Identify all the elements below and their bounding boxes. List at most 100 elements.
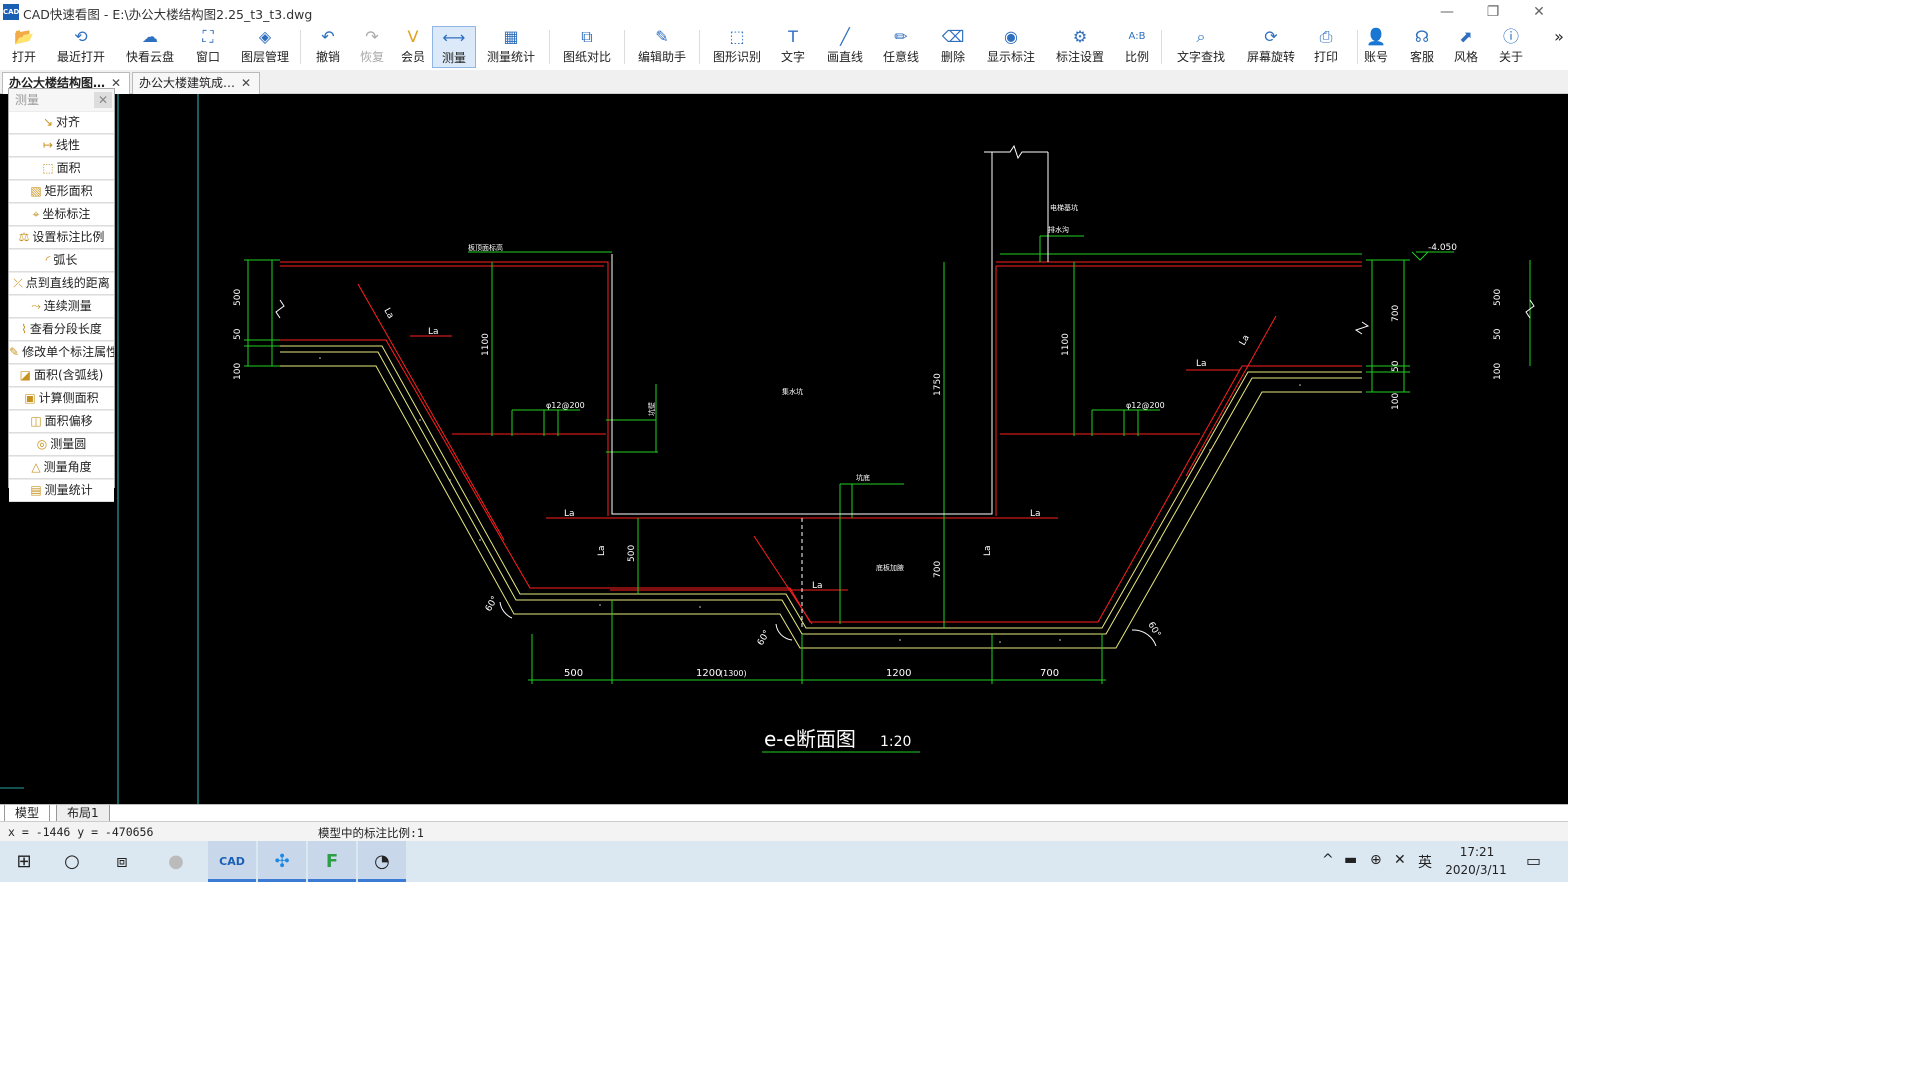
note-haunch: 底板加腋 <box>876 563 904 572</box>
measure-tool-label: 弧长 <box>53 253 78 267</box>
section-drawing: 500 50 100 700 50 100 500 50 100 1100 11… <box>0 94 1535 804</box>
toolbar-button-12[interactable]: ⬚图形识别 <box>708 26 766 68</box>
measure-tool-item[interactable]: ⚖设置标注比例 <box>9 227 114 249</box>
drawing-scale: 1:20 <box>880 734 911 750</box>
la-label: La <box>983 545 993 556</box>
toolbar-button-18[interactable]: ⚙标注设置 <box>1050 26 1110 68</box>
sheet-tab-layout1[interactable]: 布局1 <box>56 805 110 822</box>
measure-tool-item[interactable]: ◎测量圆 <box>9 434 114 456</box>
status-bar: x = -1446 y = -470656 模型中的标注比例:1 <box>0 821 1568 842</box>
measure-tool-item[interactable]: ◜弧长 <box>9 250 114 272</box>
input-lang-indicator[interactable]: 英 <box>1418 855 1432 871</box>
minimize-icon[interactable]: — <box>1440 4 1454 20</box>
toolbar-button-24[interactable]: ☊客服 <box>1402 26 1442 68</box>
measure-tool-item[interactable]: ⌇查看分段长度 <box>9 319 114 341</box>
toolbar-more-button[interactable]: » <box>1554 27 1564 46</box>
measure-tool-item[interactable]: ⤳连续测量 <box>9 296 114 318</box>
toolbar-button-17[interactable]: ◉显示标注 <box>982 26 1040 68</box>
toolbar-button-8[interactable]: ⟷测量 <box>432 26 476 68</box>
toolbar-button-25[interactable]: ⬈风格 <box>1446 26 1486 68</box>
measure-tool-item[interactable]: ⤫点到直线的距离 <box>9 273 114 295</box>
toolbar-button-2[interactable]: ☁快看云盘 <box>122 26 178 68</box>
notifications-icon[interactable]: ▭ <box>1526 851 1542 870</box>
toolbar-label: 测量 <box>441 51 466 65</box>
dim-left-100: 100 <box>233 363 243 380</box>
toolbar-label: 最近打开 <box>56 50 105 64</box>
task-view-icon[interactable]: ⧈ <box>116 851 128 872</box>
blue-app-taskbar-icon[interactable]: ✣ <box>258 841 306 882</box>
clock-time[interactable]: 17:21 <box>1459 845 1495 859</box>
measure-tool-item[interactable]: ↘对齐 <box>9 112 114 134</box>
windows-start-icon[interactable]: ⊞ <box>16 851 32 872</box>
toolbar-label: 账号 <box>1363 50 1388 64</box>
tray-chevron-up-icon[interactable]: ^ <box>1322 852 1334 868</box>
toolbar-label: 窗口 <box>195 50 220 64</box>
annotation-settings-icon: ⚙ <box>1072 27 1088 46</box>
close-window-icon[interactable]: ✕ <box>1533 4 1545 20</box>
toolbar-label: 屏幕旋转 <box>1246 50 1295 64</box>
headset-icon: ☊ <box>1414 27 1430 46</box>
dim-bottom-700: 700 <box>1040 668 1059 679</box>
dim-right-700: 700 <box>1391 305 1401 322</box>
toolbar-button-23[interactable]: 👤账号 <box>1356 26 1396 68</box>
panel-close-icon[interactable]: ✕ <box>94 92 112 108</box>
cad-app-taskbar-icon[interactable]: CAD <box>208 841 256 882</box>
measure-tool-item[interactable]: ◪面积(含弧线) <box>9 365 114 387</box>
measure-tool-item[interactable]: ✎修改单个标注属性 <box>9 342 114 364</box>
toolbar-button-5[interactable]: ↶撤销 <box>310 26 346 68</box>
measure-tool-item[interactable]: ◫面积偏移 <box>9 411 114 433</box>
measure-tool-item[interactable]: ▧矩形面积 <box>9 181 114 203</box>
close-tab-icon[interactable]: ✕ <box>111 76 122 90</box>
note-drain: 排水沟 <box>1048 225 1069 234</box>
toolbar-button-16[interactable]: ⌫删除 <box>934 26 972 68</box>
dim-1100-right: 1100 <box>1061 333 1071 356</box>
measure-tool-item[interactable]: ↦线性 <box>9 135 114 157</box>
window-title: CAD快速看图 - E:\办公大楼结构图2.25_t3_t3.dwg <box>23 7 313 22</box>
toolbar-button-4[interactable]: ◈图层管理 <box>238 26 292 68</box>
measure-tool-item[interactable]: △测量角度 <box>9 457 114 479</box>
measure-tool-label: 测量统计 <box>44 483 93 497</box>
toolbar-button-22[interactable]: ⎙打印 <box>1306 26 1346 68</box>
toolbar-button-20[interactable]: ⌕文字查找 <box>1170 26 1232 68</box>
photo-app-taskbar-icon[interactable]: ◔ <box>358 841 406 882</box>
toolbar-button-0[interactable]: 📂打开 <box>6 26 42 68</box>
text-icon: T <box>788 27 798 46</box>
la-label: La <box>597 545 607 556</box>
measure-tool-icon: ↘ <box>42 115 54 129</box>
search-circle-icon[interactable]: ○ <box>64 851 80 872</box>
volume-mute-icon[interactable]: ✕ <box>1394 852 1406 868</box>
toolbar-button-1[interactable]: ⟲最近打开 <box>52 26 110 68</box>
green-app-taskbar-icon[interactable]: F <box>308 841 356 882</box>
toolbar-button-3[interactable]: ⛶窗口 <box>190 26 226 68</box>
toolbar-button-15[interactable]: ✏任意线 <box>878 26 924 68</box>
app-circle-icon[interactable]: ● <box>168 851 184 872</box>
measure-tool-label: 面积(含弧线) <box>33 368 104 382</box>
measure-tool-item[interactable]: ⬚面积 <box>9 158 114 180</box>
doc-tab-architecture[interactable]: 办公大楼建筑成…✕ <box>132 72 260 94</box>
dim-left-50: 50 <box>233 328 243 340</box>
measure-tool-item[interactable]: ▣计算侧面积 <box>9 388 114 410</box>
sheet-tab-model[interactable]: 模型 <box>4 805 51 822</box>
toolbar-button-9[interactable]: ▦测量统计 <box>482 26 540 68</box>
toolbar-button-6[interactable]: ↷恢复 <box>354 26 390 68</box>
toolbar-button-11[interactable]: ✎编辑助手 <box>632 26 692 68</box>
note-top-slab: 板顶面标高 <box>468 243 503 252</box>
toolbar-button-21[interactable]: ⟳ 屏幕旋转 <box>1240 26 1302 68</box>
network-globe-icon[interactable]: ⊕ <box>1370 852 1382 868</box>
measure-tool-item[interactable]: ▤测量统计 <box>9 480 114 502</box>
close-tab-icon[interactable]: ✕ <box>241 76 252 90</box>
restore-icon[interactable]: ❐ <box>1486 4 1500 20</box>
document-tab-bar: 办公大楼结构图…✕ 办公大楼建筑成…✕ <box>0 70 1568 94</box>
toolbar-button-14[interactable]: ╱画直线 <box>822 26 868 68</box>
toolbar-button-10[interactable]: ⧉图纸对比 <box>556 26 618 68</box>
cad-canvas[interactable]: 500 50 100 700 50 100 500 50 100 1100 11… <box>0 94 1568 804</box>
measure-tool-item[interactable]: ⌖坐标标注 <box>9 204 114 226</box>
battery-icon[interactable]: ▬ <box>1344 852 1358 868</box>
rotate-screen-icon: ⟳ <box>1264 27 1278 46</box>
clock-date[interactable]: 2020/3/11 <box>1445 863 1507 877</box>
